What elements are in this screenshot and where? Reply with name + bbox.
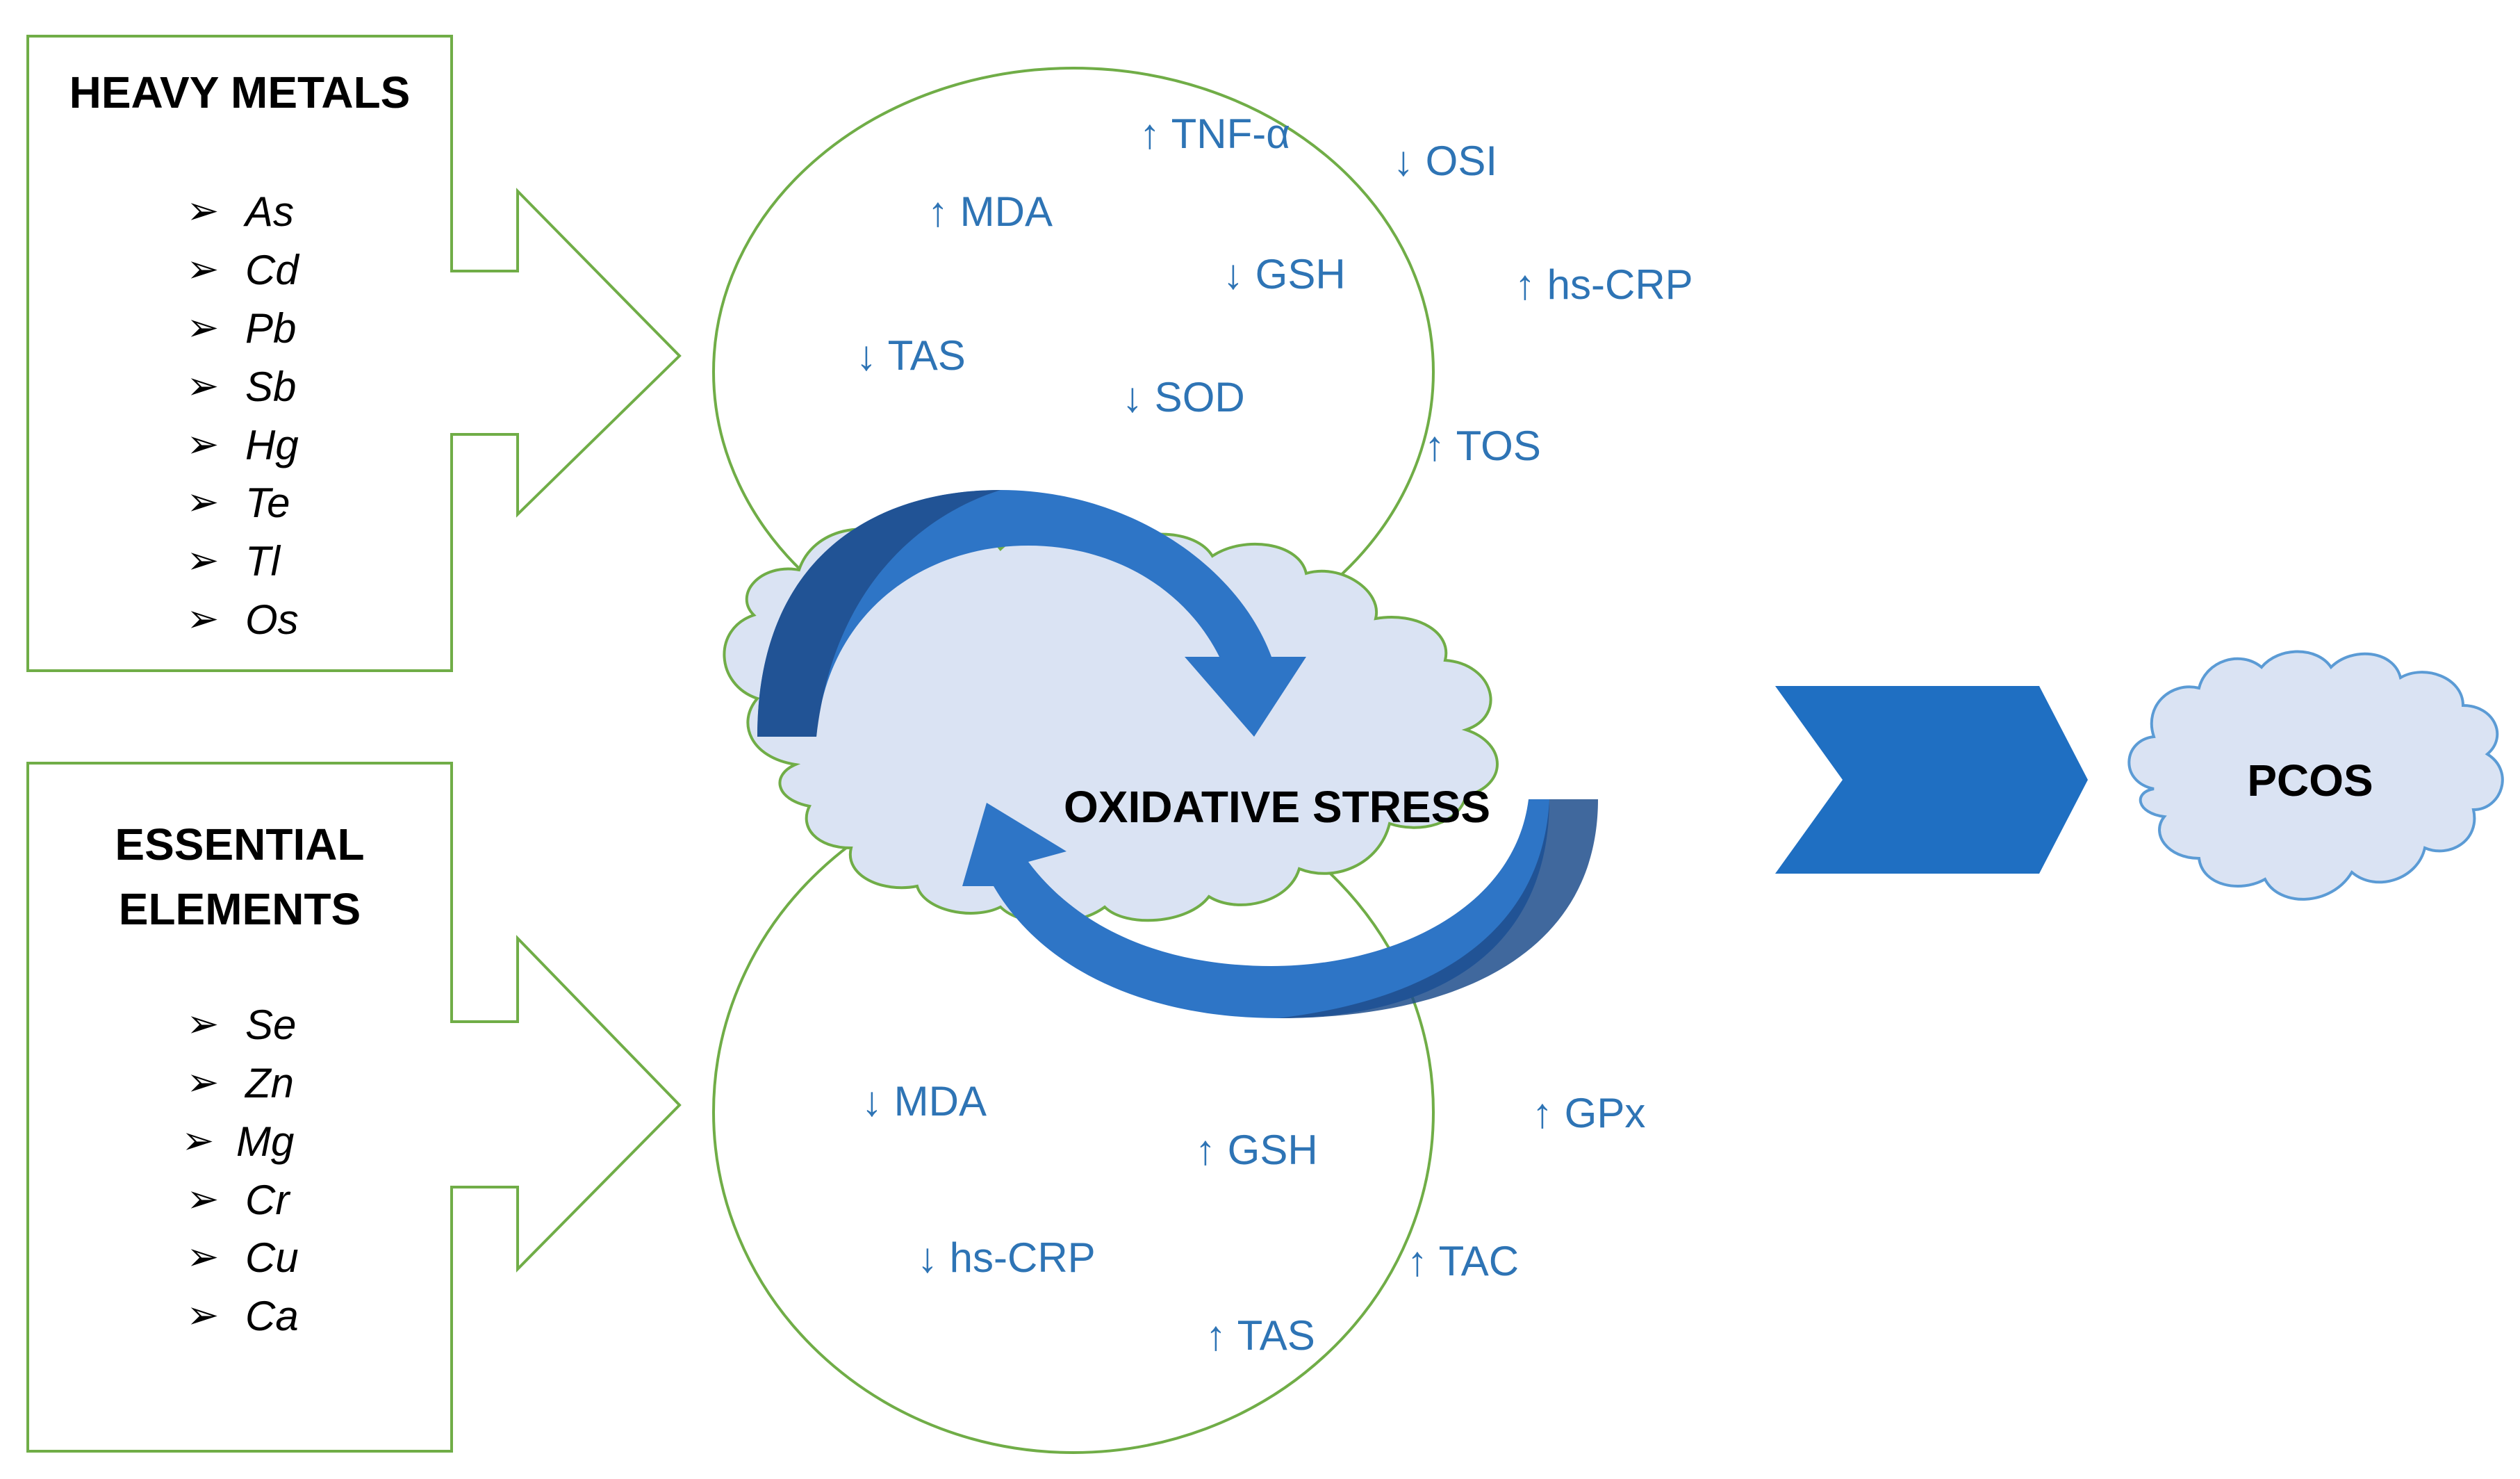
biomarker-label: ↑ TAS [1205, 1312, 1315, 1359]
arrowhead-bullet-icon: ➢ [187, 188, 220, 232]
essential-elements-list: ➢ Se ➢ Zn ➢ Mg ➢ Cr ➢ Cu ➢ Ca [182, 1002, 299, 1339]
biomarker-label: ↓ MDA [862, 1078, 987, 1125]
arrowhead-bullet-icon: ➢ [187, 1002, 220, 1045]
arrowhead-bullet-icon: ➢ [187, 247, 220, 291]
heavy-metal-item: Os [245, 596, 299, 643]
heavy-metal-item: Sb [245, 363, 296, 410]
biomarker-label: ↑ TNF-α [1139, 111, 1290, 157]
biomarker-label: ↑ TAC [1407, 1238, 1519, 1284]
essential-element-item: Cr [245, 1177, 290, 1223]
upper-biomarker-list: ↑ TNF-α ↓ OSI ↑ MDA ↓ GSH ↑ hs-CRP ↓ TAS… [856, 111, 1693, 469]
arrowhead-bullet-icon: ➢ [187, 538, 220, 582]
lower-biomarker-list: ↓ MDA ↑ GSH ↑ GPx ↓ hs-CRP ↑ TAC ↑ TAS [862, 1078, 1645, 1359]
biomarker-label: ↓ SOD [1122, 374, 1245, 420]
essential-element-item: Mg [236, 1118, 294, 1165]
biomarker-label: ↑ GSH [1195, 1127, 1318, 1173]
cycle-arrow-shadow [1278, 799, 1598, 1018]
heavy-metal-item: As [243, 188, 294, 235]
biomarker-label: ↓ OSI [1393, 138, 1497, 184]
arrowhead-bullet-icon: ➢ [187, 1234, 220, 1278]
biomarker-label: ↓ GSH [1223, 251, 1346, 297]
arrowhead-bullet-icon: ➢ [182, 1118, 215, 1162]
essential-elements-title: ESSENTIAL [115, 819, 364, 869]
arrowhead-bullet-icon: ➢ [187, 1293, 220, 1337]
essential-element-item: Se [245, 1002, 296, 1048]
heavy-metal-item: Tl [245, 538, 281, 585]
heavy-metals-title: HEAVY METALS [69, 67, 411, 117]
essential-elements-block-arrow [26, 762, 682, 1453]
heavy-metal-item: Te [245, 480, 290, 526]
biomarker-label: ↑ GPx [1532, 1090, 1645, 1136]
essential-elements-title: ELEMENTS [119, 884, 361, 934]
biomarker-label: ↑ TOS [1424, 423, 1541, 469]
heavy-metal-item: Hg [245, 422, 299, 468]
biomarker-label: ↓ TAS [856, 332, 966, 379]
arrowhead-bullet-icon: ➢ [187, 422, 220, 466]
pcos-cloud-icon [2127, 650, 2504, 901]
arrowhead-bullet-icon: ➢ [187, 480, 220, 523]
cycle-arrow-icon [962, 799, 1598, 1018]
cycle-arrow-shadow [757, 490, 1000, 737]
center-label: OXIDATIVE STRESS [1064, 782, 1490, 832]
arrowhead-bullet-icon: ➢ [187, 1060, 220, 1104]
chevron-arrow-icon [1775, 686, 2088, 874]
biomarker-label: ↓ hs-CRP [917, 1234, 1096, 1281]
heavy-metal-item: Pb [245, 305, 296, 352]
heavy-metal-item: Cd [245, 247, 299, 293]
pcos-label: PCOS [2247, 755, 2373, 806]
heavy-metals-list: ➢ As ➢ Cd ➢ Pb ➢ Sb ➢ Hg ➢ Te ➢ Tl ➢ Os [187, 188, 300, 643]
essential-element-item: Cu [245, 1234, 299, 1281]
arrowhead-bullet-icon: ➢ [187, 363, 220, 407]
arrowhead-bullet-icon: ➢ [187, 1177, 220, 1220]
arrowhead-bullet-icon: ➢ [187, 596, 220, 640]
essential-element-item: Ca [245, 1293, 299, 1339]
biomarker-label: ↑ hs-CRP [1515, 261, 1693, 308]
heavy-metals-block-arrow [26, 35, 682, 672]
essential-element-item: Zn [244, 1060, 294, 1106]
biomarker-label: ↑ MDA [928, 188, 1053, 235]
arrowhead-bullet-icon: ➢ [187, 305, 220, 349]
